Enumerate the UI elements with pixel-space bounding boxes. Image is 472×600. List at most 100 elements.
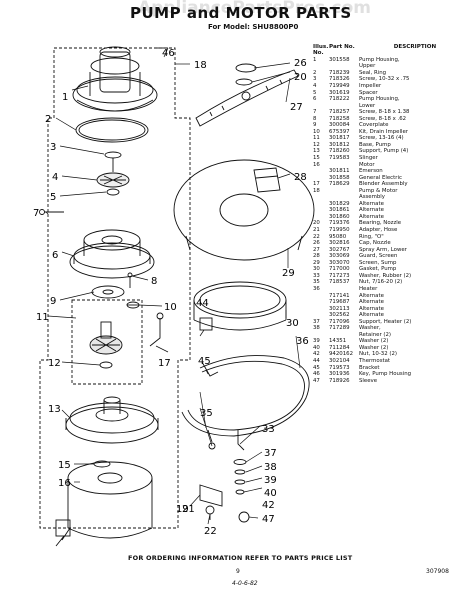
row-illus-no: 36	[313, 285, 320, 292]
row-part-no: 301936	[329, 371, 350, 378]
row-illus-no: 30	[313, 266, 320, 273]
row-description: Alternate	[359, 312, 384, 319]
screw-10-32	[104, 151, 122, 172]
leader-lines	[45, 47, 301, 525]
callout-4: 4	[52, 172, 58, 183]
row-description: Pump Housing,	[359, 56, 400, 63]
callout-44: 44	[196, 298, 209, 309]
row-part-no: 14351	[329, 338, 347, 345]
parts-list-row: Assembly	[313, 194, 471, 201]
row-illus-no: 27	[313, 246, 320, 253]
header-illus-no: Illus. No.	[313, 44, 329, 57]
pump-base	[65, 396, 159, 444]
row-part-no: 719949	[329, 83, 350, 89]
row-description: Ring, "O"	[359, 233, 384, 240]
row-part-no: 717273	[329, 272, 350, 279]
row-description: Key, Pump Housing	[359, 371, 412, 378]
callout-21: 21	[182, 504, 195, 515]
row-description: Alternate	[359, 207, 384, 214]
row-illus-no: 33	[313, 272, 320, 279]
callout-2: 2	[45, 114, 51, 125]
row-illus-no: 47	[313, 377, 320, 384]
row-illus-no: 26	[313, 240, 320, 247]
row-description: Guard, Screen	[359, 253, 398, 260]
row-part-no: 300084	[329, 122, 350, 129]
row-illus-no: 16	[313, 161, 320, 168]
row-part-no: 717289	[329, 325, 350, 332]
thermostat	[199, 317, 213, 331]
callout-28: 28	[294, 172, 307, 183]
callout-27: 27	[290, 102, 303, 113]
header-part-no: Part No.	[329, 44, 355, 50]
callout-33: 33	[262, 424, 275, 435]
lower-pump-housing	[69, 229, 155, 279]
drain-kit-boundary	[71, 299, 143, 385]
callout-26: 26	[294, 58, 307, 69]
model-subtitle: For Model: SHU8800P0	[208, 23, 299, 31]
header-description: DESCRIPTION	[393, 44, 437, 50]
parts-list-row: Lower	[313, 103, 471, 110]
callout-46: 46	[162, 48, 175, 59]
row-part-no: 301558	[329, 56, 350, 63]
row-illus-no: 44	[313, 357, 320, 364]
callout-40: 40	[264, 488, 277, 499]
row-description: Bearing, Nozzle	[359, 220, 402, 227]
callout-5: 5	[50, 192, 56, 203]
row-illus-no: 37	[313, 318, 320, 325]
callout-12: 12	[48, 358, 61, 369]
callout-16: 16	[58, 478, 71, 489]
nut-7-16	[207, 429, 216, 450]
blender-gear	[89, 321, 123, 369]
row-description: Motor	[359, 161, 375, 168]
row-description: Bracket	[359, 364, 380, 371]
screw-8-18-long	[39, 209, 64, 215]
heater-support	[237, 430, 245, 451]
row-description: Assembly	[359, 194, 385, 201]
row-illus-no: 18	[313, 187, 320, 194]
parts-list-row: 301861 Alternate	[313, 207, 471, 214]
row-part-no: 301861	[329, 207, 350, 214]
row-illus-no: 42	[313, 351, 320, 358]
row-description: Seal, Ring	[359, 69, 387, 76]
row-description: Blender Assembly	[359, 181, 408, 188]
row-part-no: 95080	[329, 233, 347, 240]
row-illus-no: 2	[313, 69, 317, 76]
row-description: Nut, 7/16-20 (2)	[359, 279, 403, 286]
row-description: Adapter, Hose	[359, 227, 398, 234]
row-description: Nut, 10-32 (2)	[359, 351, 398, 358]
callout-10: 10	[164, 302, 177, 313]
callout-22: 22	[204, 526, 217, 537]
row-description: Spacer	[359, 89, 378, 96]
callout-20: 20	[294, 72, 307, 83]
row-illus-no: 40	[313, 344, 320, 351]
row-part-no: 301619	[329, 89, 350, 96]
row-illus-no: 13	[313, 148, 320, 155]
callout-9: 9	[50, 296, 56, 307]
row-description: Alternate	[359, 213, 384, 220]
row-description: Washer (2)	[359, 338, 389, 345]
callout-3: 3	[50, 142, 56, 153]
row-part-no: 718926	[329, 377, 350, 384]
page-title: PUMP and MOTOR PARTS	[130, 4, 352, 22]
row-part-no: 301817	[329, 135, 350, 142]
